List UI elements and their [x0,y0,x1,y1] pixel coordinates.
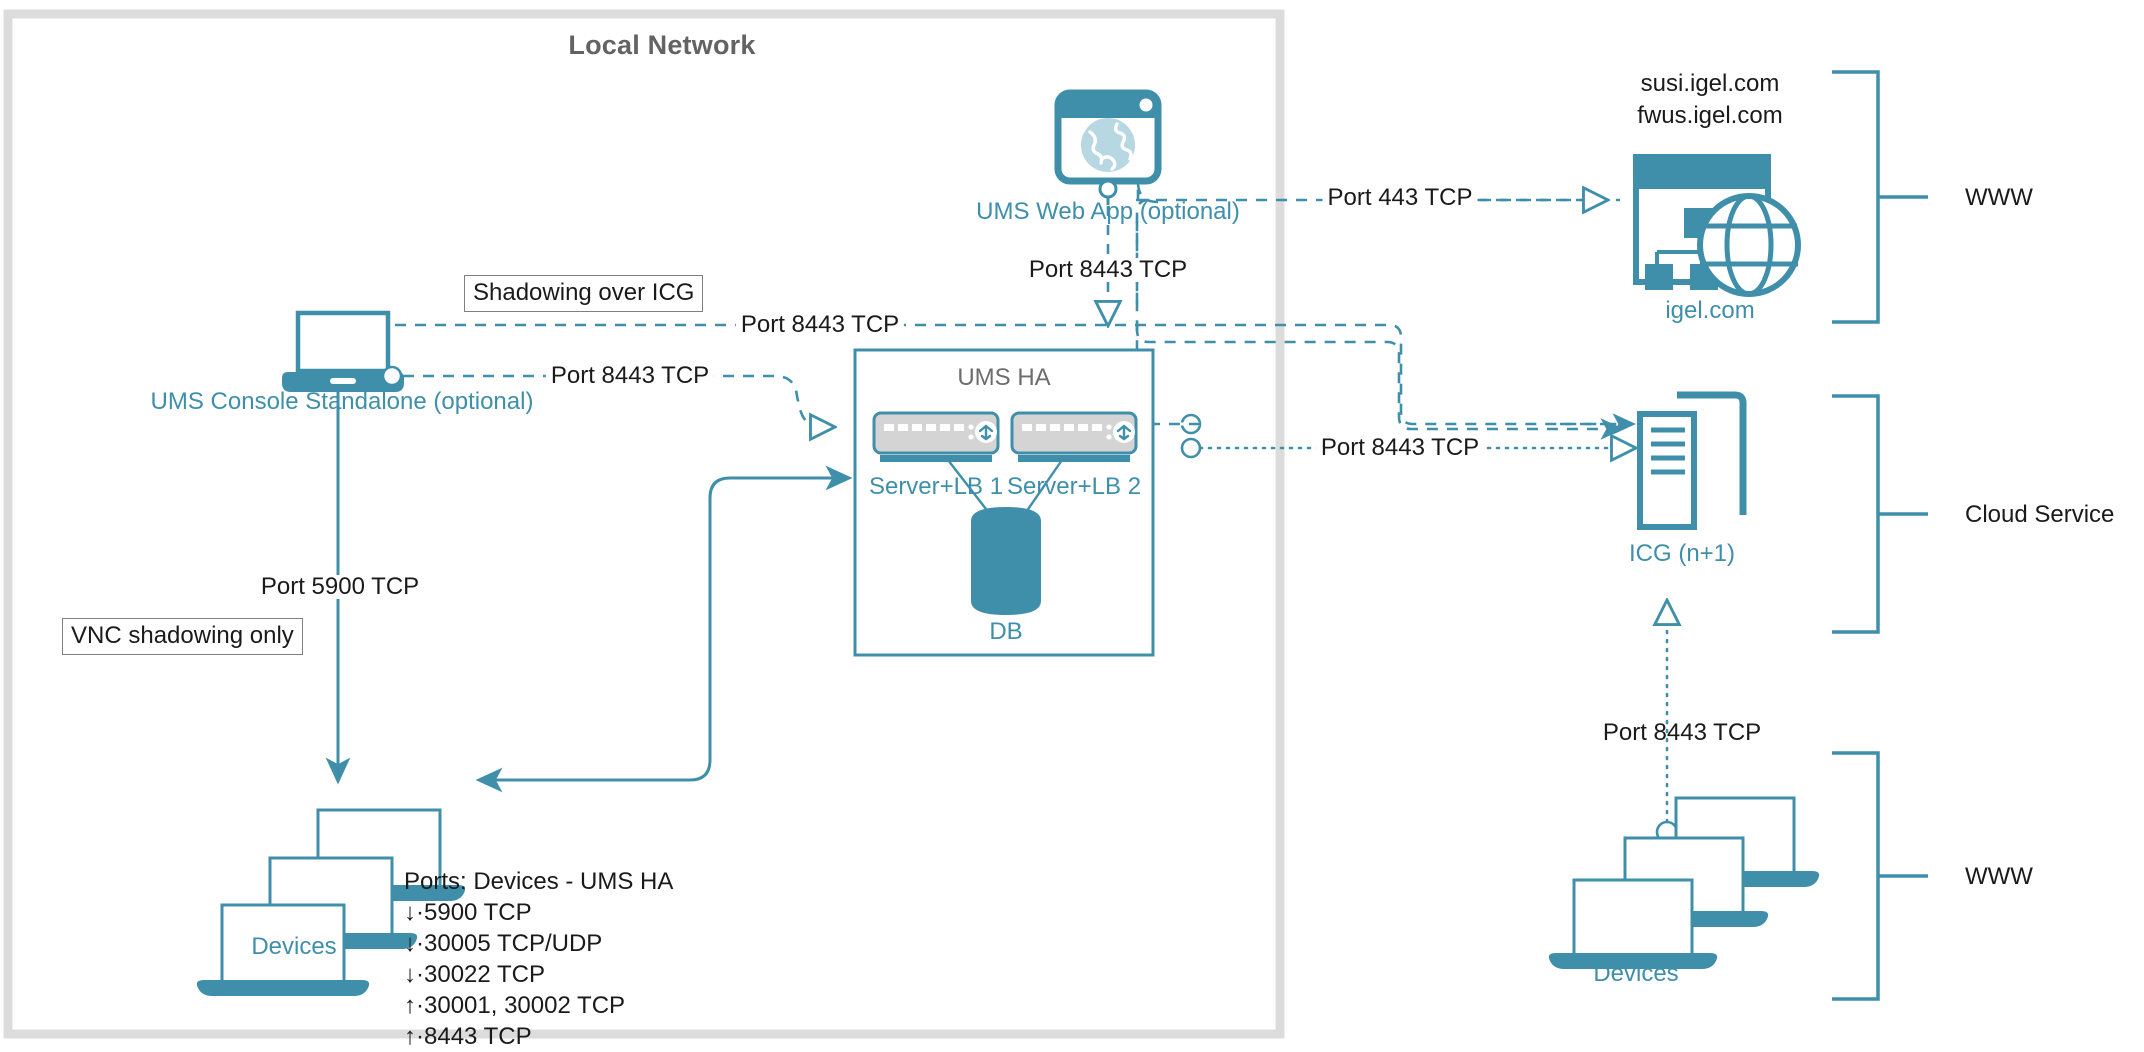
edge-label-webapp-to-ha: Port 8443 TCP [1023,258,1193,282]
edge-label-ha-to-icg: Port 8443 TCP [1315,436,1485,460]
device-ports-line: ↑·30001, 30002 TCP [404,992,626,1019]
igel-com-website-icon [1633,154,1801,297]
zone-bracket-cloud-service [1832,394,1928,634]
edge-label-console-to-devices: Port 5900 TCP [255,575,425,599]
device-ports-block: Ports: Devices - UMS HA ↓·5900 TCP ↓·300… [404,866,673,1052]
igel-host-fwus: fwus.igel.com [1637,102,1783,129]
ums-web-app-label: UMS Web App (optional) [976,198,1240,225]
edge-console-shadowing-over-icg [395,323,1636,435]
device-ports-line: ↓·5900 TCP [404,899,532,926]
device-ports-line: ↓·30005 TCP/UDP [404,930,603,957]
database-cylinder-icon [971,507,1041,615]
ums-ha-box [853,348,1155,657]
edge-label-webapp-to-igel: Port 443 TCP [1322,186,1478,210]
device-ports-line: ↓·30022 TCP [404,961,545,988]
edge-label-devices-to-icg: Port 8443 TCP [1602,719,1762,746]
zone-label-www-bottom: WWW [1965,863,2033,890]
zone-bracket-www-top [1832,70,1928,324]
edge-label-console-shadowing: Port 8443 TCP [735,313,905,337]
server-lb-1-label: Server+LB 1 [868,473,1004,500]
devices-left-icon [196,808,466,996]
icg-server-tower-icon [1637,391,1747,530]
zone-label-www-top: WWW [1965,184,2033,211]
page-title: Local Network [568,30,756,60]
db-label: DB [989,618,1023,645]
devices-right-icon [1548,796,1820,969]
igel-com-label: igel.com [1665,297,1755,324]
ums-console-laptop-icon [282,310,404,392]
device-ports-line: ↑·8443 TCP [404,1023,532,1050]
edge-label-console-to-ha: Port 8443 TCP [545,364,715,388]
annotation-vnc-shadowing-only: VNC shadowing only [62,618,303,655]
globe-icon [1697,193,1801,297]
devices-left-label: Devices [251,933,337,960]
edge-ums-ha-devices-bidirectional [475,465,853,793]
ums-ha-label: UMS HA [957,364,1051,391]
icg-label: ICG (n+1) [1628,540,1736,567]
zone-label-cloud-service: Cloud Service [1965,501,2115,528]
zone-bracket-www-bottom [1832,751,1928,1001]
igel-host-susi: susi.igel.com [1640,70,1780,97]
server-lb-2-icon [1010,411,1138,462]
server-lb-2-label: Server+LB 2 [1006,473,1142,500]
server-lb-1-icon [872,411,1000,462]
ums-console-label: UMS Console Standalone (optional) [150,388,534,415]
device-ports-title: Ports: Devices - UMS HA [404,868,674,895]
edge-console-to-ums-ha [403,374,835,427]
annotation-shadowing-over-icg: Shadowing over ICG [464,275,704,312]
devices-right-label: Devices [1593,960,1679,987]
ums-web-app-icon [1054,89,1162,205]
